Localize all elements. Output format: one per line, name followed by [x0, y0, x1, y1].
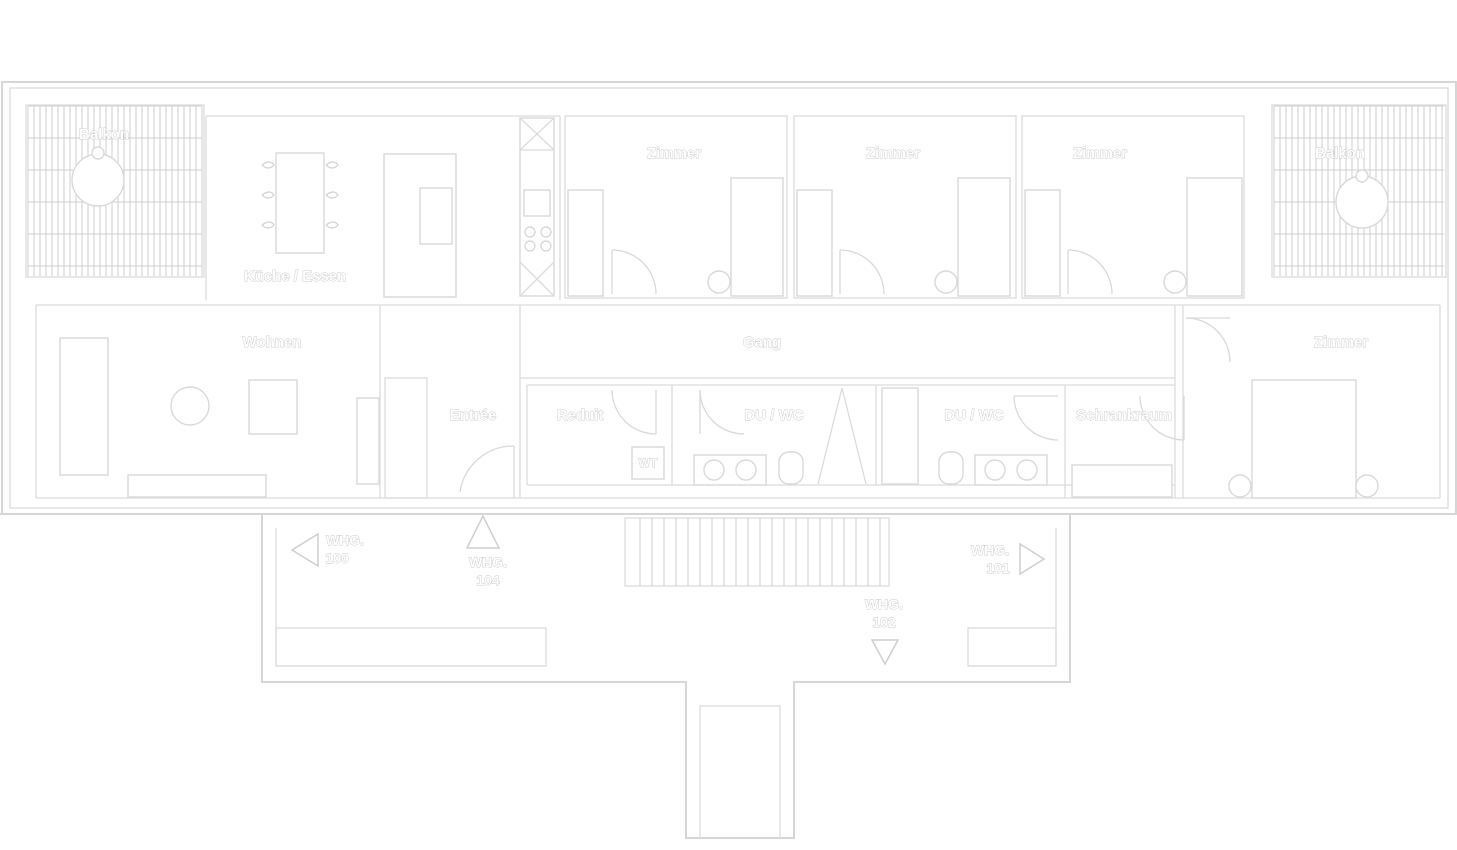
label-du-wc-2: DU / WC: [944, 407, 1003, 424]
label-entree: Entrée: [450, 407, 497, 424]
living-furniture: [59, 337, 380, 498]
label-balkon-left: Balkon: [79, 126, 129, 143]
label-zimmer-1: Zimmer: [647, 145, 701, 162]
unit-104-line-1: WHG.: [469, 554, 507, 570]
label-balkon-right: Balkon: [1315, 145, 1365, 162]
label-wt: WT: [639, 456, 658, 470]
label-gang: Gang: [743, 334, 781, 351]
unit-100-line-2: 100: [325, 550, 349, 566]
bath-furniture: [631, 387, 1173, 498]
label-zimmer-2: Zimmer: [866, 145, 920, 162]
unit-104-line-2: 104: [476, 572, 500, 588]
outer-walls: [0, 81, 1457, 515]
unit-101-line-1: WHG.: [971, 542, 1009, 558]
interior-walls: [35, 115, 1441, 499]
balcony-right: [1271, 104, 1447, 278]
kitchen-furniture: [261, 117, 555, 298]
unit-100-line-1: WHG.: [326, 532, 364, 548]
balcony-left: [25, 104, 205, 278]
unit-102-line-1: WHG.: [865, 596, 903, 612]
label-zimmer-4: Zimmer: [1314, 334, 1368, 351]
label-zimmer-3: Zimmer: [1073, 145, 1127, 162]
unit-signs: [290, 514, 1046, 666]
label-reduit: Reduit: [557, 407, 604, 424]
label-wohnen: Wohnen: [243, 334, 302, 351]
label-kueche: Küche / Essen: [244, 268, 347, 285]
unit-101-line-2: 101: [986, 560, 1010, 576]
bedroom-furniture: [567, 177, 1379, 499]
label-schrankraum: Schrankraum: [1076, 407, 1172, 424]
label-du-wc-1: DU / WC: [744, 407, 803, 424]
unit-102-line-2: 102: [872, 614, 896, 630]
doors: [459, 249, 1231, 498]
staircase: [261, 514, 1071, 839]
